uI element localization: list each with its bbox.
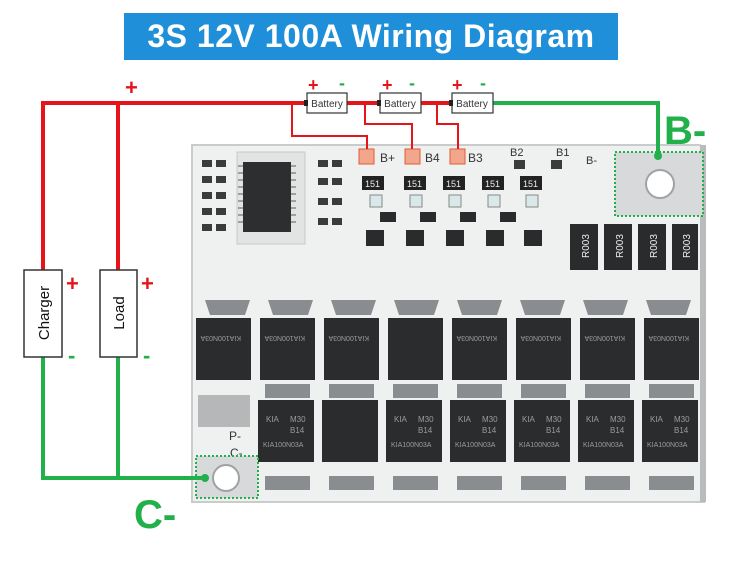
pad-label-b2: B2 xyxy=(510,147,523,159)
balance-resistors xyxy=(362,176,542,190)
shunt-code-1: R003 xyxy=(581,234,592,258)
shunt-resistors xyxy=(570,224,698,270)
svg-text:KIA: KIA xyxy=(458,415,472,424)
small-smd-components xyxy=(202,160,342,231)
svg-text:M30: M30 xyxy=(482,415,498,424)
battery-2: Battery xyxy=(379,92,422,114)
mosfet-top-code-1: KIA100N03A xyxy=(200,334,241,341)
svg-text:KIA: KIA xyxy=(394,415,408,424)
mosfet-tabs-bottom xyxy=(265,476,694,490)
shunt-code-3: R003 xyxy=(649,234,660,258)
battery-3-plus: + xyxy=(452,75,463,95)
shunt-code-2: R003 xyxy=(615,234,626,258)
pad-label-b-plus: B+ xyxy=(380,151,395,165)
balance-transistors xyxy=(366,212,542,246)
battery-3-minus: - xyxy=(480,73,486,93)
control-ic-chip xyxy=(236,151,306,245)
charger-label: Charger xyxy=(36,286,53,340)
svg-text:B14: B14 xyxy=(482,426,497,435)
load-minus: - xyxy=(143,343,150,368)
charger: Charger xyxy=(23,269,63,358)
svg-text:B14: B14 xyxy=(674,426,689,435)
balance-wires xyxy=(291,103,459,149)
svg-text:M30: M30 xyxy=(418,415,434,424)
svg-text:KIA100N03A: KIA100N03A xyxy=(391,442,432,449)
status-leds xyxy=(369,194,539,208)
pad-label-b-minus: B- xyxy=(586,155,597,167)
svg-text:B14: B14 xyxy=(546,426,561,435)
battery-2-label: Battery xyxy=(384,99,416,110)
svg-text:B14: B14 xyxy=(610,426,625,435)
negative-wires xyxy=(41,101,660,480)
main-positive-mark: + xyxy=(125,75,138,100)
svg-text:B14: B14 xyxy=(290,426,305,435)
svg-text:KIA: KIA xyxy=(586,415,600,424)
charger-minus: - xyxy=(68,343,75,368)
b-minus-pad xyxy=(614,151,704,217)
battery-2-plus: + xyxy=(382,75,393,95)
svg-text:KIA100N03A: KIA100N03A xyxy=(263,442,304,449)
mosfet-top-code-5: KIA100N03A xyxy=(520,334,561,341)
svg-text:KIA: KIA xyxy=(522,415,536,424)
svg-text:M30: M30 xyxy=(610,415,626,424)
svg-text:KIA100N03A: KIA100N03A xyxy=(519,442,560,449)
svg-text:KIA: KIA xyxy=(266,415,280,424)
pad-label-b4: B4 xyxy=(425,151,440,165)
p-minus-pad xyxy=(198,395,250,427)
charger-plus: + xyxy=(66,271,79,296)
battery-terminals xyxy=(304,100,453,106)
mosfet-row-bottom xyxy=(258,400,698,462)
pad-label-b3: B3 xyxy=(468,151,483,165)
battery-1: Battery xyxy=(306,92,348,114)
mosfet-top-code-4: KIA100N03A xyxy=(456,334,497,341)
battery-1-minus: - xyxy=(339,73,345,93)
mosfet-row-top xyxy=(196,318,699,380)
svg-text:KIA: KIA xyxy=(650,415,664,424)
svg-text:B14: B14 xyxy=(418,426,433,435)
mosfet-top-code-7: KIA100N03A xyxy=(648,334,689,341)
mosfet-tabs xyxy=(205,300,691,315)
mosfet-top-code-6: KIA100N03A xyxy=(584,334,625,341)
b-minus-label: B- xyxy=(664,109,706,153)
diagram-title-banner: 3S 12V 100A Wiring Diagram xyxy=(124,13,618,60)
battery-3-label: Battery xyxy=(456,99,488,110)
battery-2-minus: - xyxy=(409,73,415,93)
battery-1-label: Battery xyxy=(311,99,343,110)
resistor-code-5: 151 xyxy=(523,179,538,189)
mosfet-top-code-2: KIA100N03A xyxy=(264,334,305,341)
svg-text:KIA100N03A: KIA100N03A xyxy=(455,442,496,449)
load-label: Load xyxy=(111,296,128,329)
resistor-code-2: 151 xyxy=(407,179,422,189)
svg-text:M30: M30 xyxy=(546,415,562,424)
mosfet-tabs-mid xyxy=(265,384,694,398)
svg-text:KIA100N03A: KIA100N03A xyxy=(583,442,624,449)
load-plus: + xyxy=(141,271,154,296)
svg-text:KIA100N03A: KIA100N03A xyxy=(647,442,688,449)
pad-label-b1: B1 xyxy=(556,147,569,159)
resistor-code-4: 151 xyxy=(485,179,500,189)
svg-text:M30: M30 xyxy=(674,415,690,424)
diagram-title: 3S 12V 100A Wiring Diagram xyxy=(147,18,595,54)
resistor-code-1: 151 xyxy=(365,179,380,189)
battery-3: Battery xyxy=(451,92,494,114)
resistor-code-3: 151 xyxy=(446,179,461,189)
svg-text:M30: M30 xyxy=(290,415,306,424)
mosfet-top-code-3: KIA100N03A xyxy=(328,334,369,341)
b-minus-connection-dot xyxy=(654,152,662,160)
pad-label-p-minus: P- xyxy=(229,429,241,443)
load: Load xyxy=(99,269,138,358)
c-minus-connection-dot xyxy=(201,474,209,482)
shunt-code-4: R003 xyxy=(682,234,693,258)
battery-1-plus: + xyxy=(308,75,319,95)
c-minus-label: C- xyxy=(134,493,176,537)
